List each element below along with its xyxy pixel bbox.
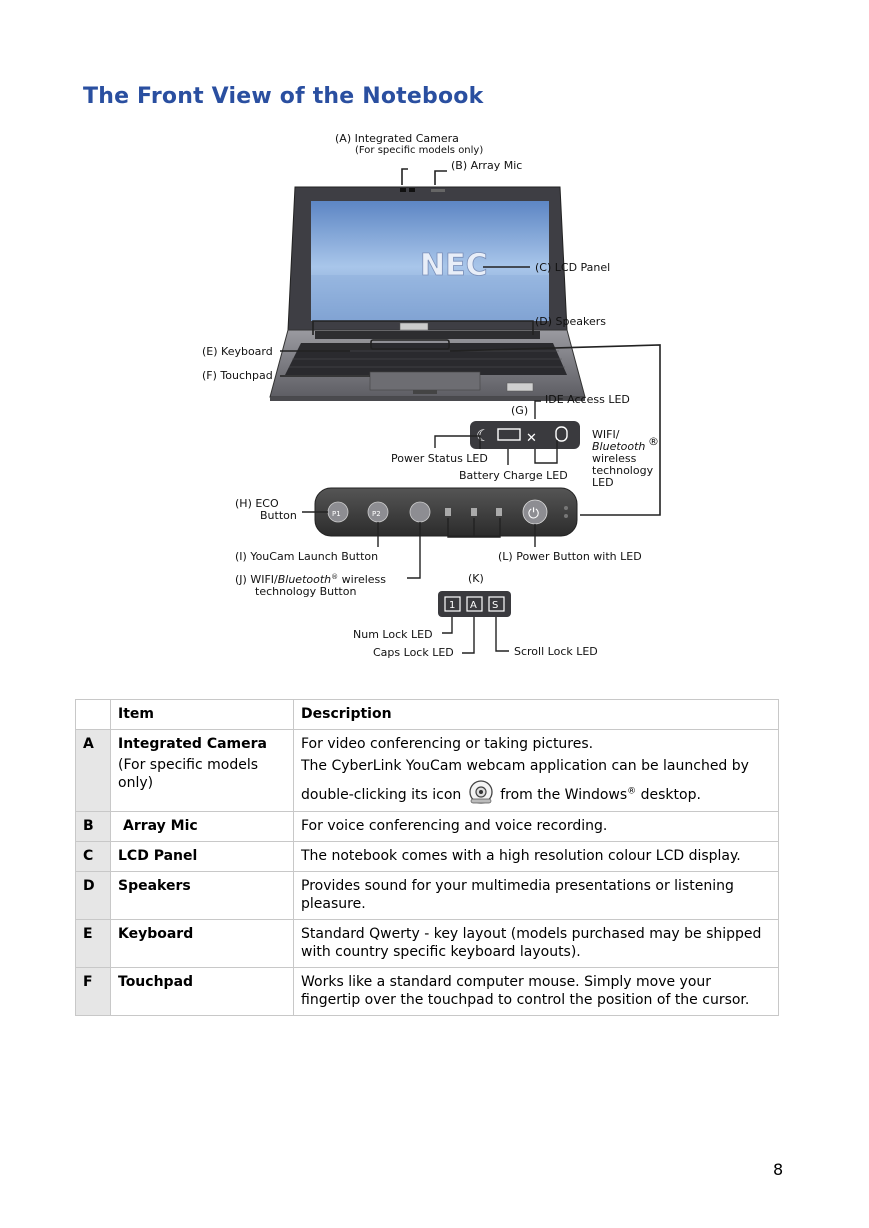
- row-description: Provides sound for your multimedia prese…: [293, 871, 779, 920]
- laptop-brand-logo: NEC: [420, 248, 488, 283]
- page-title: The Front View of the Notebook: [83, 84, 484, 109]
- label-array-mic: (B) Array Mic: [451, 159, 522, 172]
- description-text: double-clicking its icon: [301, 787, 462, 803]
- laptop-lid: NEC: [287, 186, 568, 331]
- eco-button-label: P1: [332, 510, 341, 518]
- row-item: LCD Panel: [110, 841, 294, 872]
- items-table: Item Description A Integrated Camera (Fo…: [75, 699, 779, 1016]
- row-item: Keyboard: [110, 919, 294, 968]
- label-wifi-led-3: wireless: [592, 452, 637, 465]
- label-g: (G): [511, 404, 528, 417]
- label-scroll-lock-led: Scroll Lock LED: [514, 645, 598, 658]
- table-row: E Keyboard Standard Qwerty - key layout …: [75, 919, 779, 968]
- label-wifi-led-reg: ®: [648, 435, 659, 448]
- table-row: A Integrated Camera (For specific models…: [75, 729, 779, 812]
- page-number: 8: [773, 1160, 784, 1179]
- label-camera-note: (For specific models only): [355, 145, 483, 156]
- header-description: Description: [293, 699, 779, 730]
- label-wifi-led-2: Bluetooth: [592, 440, 645, 453]
- scroll-lock-glyph: S: [492, 600, 498, 611]
- label-caps-lock-led: Caps Lock LED: [373, 646, 454, 659]
- wireless-icon: ✕: [526, 431, 537, 446]
- laptop-base: [269, 322, 586, 401]
- num-lock-led-small: [445, 508, 451, 516]
- description-text: from the Windows: [500, 787, 628, 803]
- table-row: B Array Mic For voice conferencing and v…: [75, 811, 779, 842]
- row-letter: F: [75, 967, 111, 1016]
- label-power-button-led: (L) Power Button with LED: [498, 550, 642, 563]
- registered-mark: ®: [627, 786, 637, 797]
- label-youcam-launch-button: (I) YouCam Launch Button: [235, 550, 378, 563]
- table-row: D Speakers Provides sound for your multi…: [75, 871, 779, 920]
- label-integrated-camera: (A) Integrated Camera: [335, 132, 459, 145]
- label-eco: (H) ECO: [235, 497, 279, 510]
- label-touchpad: (F) Touchpad: [202, 369, 273, 382]
- scroll-lock-led-small: [496, 508, 502, 516]
- label-k: (K): [468, 572, 484, 585]
- battery-icon: [497, 428, 521, 441]
- row-description: For video conferencing or taking picture…: [293, 729, 779, 812]
- label-wifi-button-1: (J) WIFI/Bluetooth® wireless: [235, 573, 386, 586]
- row-letter: B: [75, 811, 111, 842]
- label-lcd-panel: (C) LCD Panel: [535, 261, 610, 274]
- notebook-front-view-figure: NEC (A) Integrated Camera (For specific …: [195, 125, 675, 670]
- row-description: Works like a standard computer mouse. Si…: [293, 967, 779, 1016]
- table-row: C LCD Panel The notebook comes with a hi…: [75, 841, 779, 872]
- row-item: Integrated Camera (For specific models o…: [110, 729, 294, 812]
- label-ide-access-led: IDE Access LED: [545, 393, 630, 406]
- row-letter: E: [75, 919, 111, 968]
- label-battery-charge-led: Battery Charge LED: [459, 469, 568, 482]
- caps-lock-glyph: A: [470, 600, 477, 611]
- header-letter: [75, 699, 111, 730]
- button-strip: P1 P2 ⏻: [314, 487, 578, 537]
- label-num-lock-led: Num Lock LED: [353, 628, 433, 641]
- row-description: Standard Qwerty - key layout (models pur…: [293, 919, 779, 968]
- led-indicator-panel: (G) IDE Access LED ☾ ✕ Power Status LED …: [391, 393, 659, 489]
- description-text: desktop.: [640, 787, 701, 803]
- row-item: Array Mic: [110, 811, 294, 842]
- description-line: double-clicking its icon from the Window…: [301, 779, 771, 805]
- label-wifi-led-5: LED: [592, 476, 614, 489]
- row-item: Touchpad: [110, 967, 294, 1016]
- row-letter: A: [75, 729, 111, 812]
- table-header-row: Item Description: [75, 699, 779, 730]
- row-letter: D: [75, 871, 111, 920]
- lock-led-panel: 1 A S: [438, 591, 511, 654]
- notebook-diagram: NEC (A) Integrated Camera (For specific …: [202, 132, 661, 659]
- youcam-button-label: P2: [372, 510, 381, 518]
- table-row: F Touchpad Works like a standard compute…: [75, 967, 779, 1016]
- label-wifi-led-1: WIFI/: [592, 428, 620, 441]
- label-wifi-led-4: technology: [592, 464, 654, 477]
- label-speakers: (D) Speakers: [535, 315, 606, 328]
- label-keyboard: (E) Keyboard: [202, 345, 273, 358]
- wifi-button: [409, 501, 431, 523]
- header-item: Item: [110, 699, 294, 730]
- caps-lock-led-small: [471, 508, 477, 516]
- description-line: The CyberLink YouCam webcam application …: [301, 758, 749, 774]
- power-icon: ⏻: [528, 506, 539, 522]
- row-letter: C: [75, 841, 111, 872]
- label-wifi-button-2: technology Button: [255, 585, 356, 598]
- num-lock-glyph: 1: [449, 600, 455, 611]
- item-note: (For specific models only): [118, 757, 259, 791]
- row-description: The notebook comes with a high resolutio…: [293, 841, 779, 872]
- item-name: Integrated Camera: [118, 736, 267, 752]
- label-eco-button: Button: [260, 509, 297, 522]
- disk-icon: [555, 426, 568, 442]
- row-item: Speakers: [110, 871, 294, 920]
- label-power-status-led: Power Status LED: [391, 452, 488, 465]
- row-description: For voice conferencing and voice recordi…: [293, 811, 779, 842]
- description-line: For video conferencing or taking picture…: [301, 736, 594, 752]
- youcam-app-icon: [469, 780, 493, 804]
